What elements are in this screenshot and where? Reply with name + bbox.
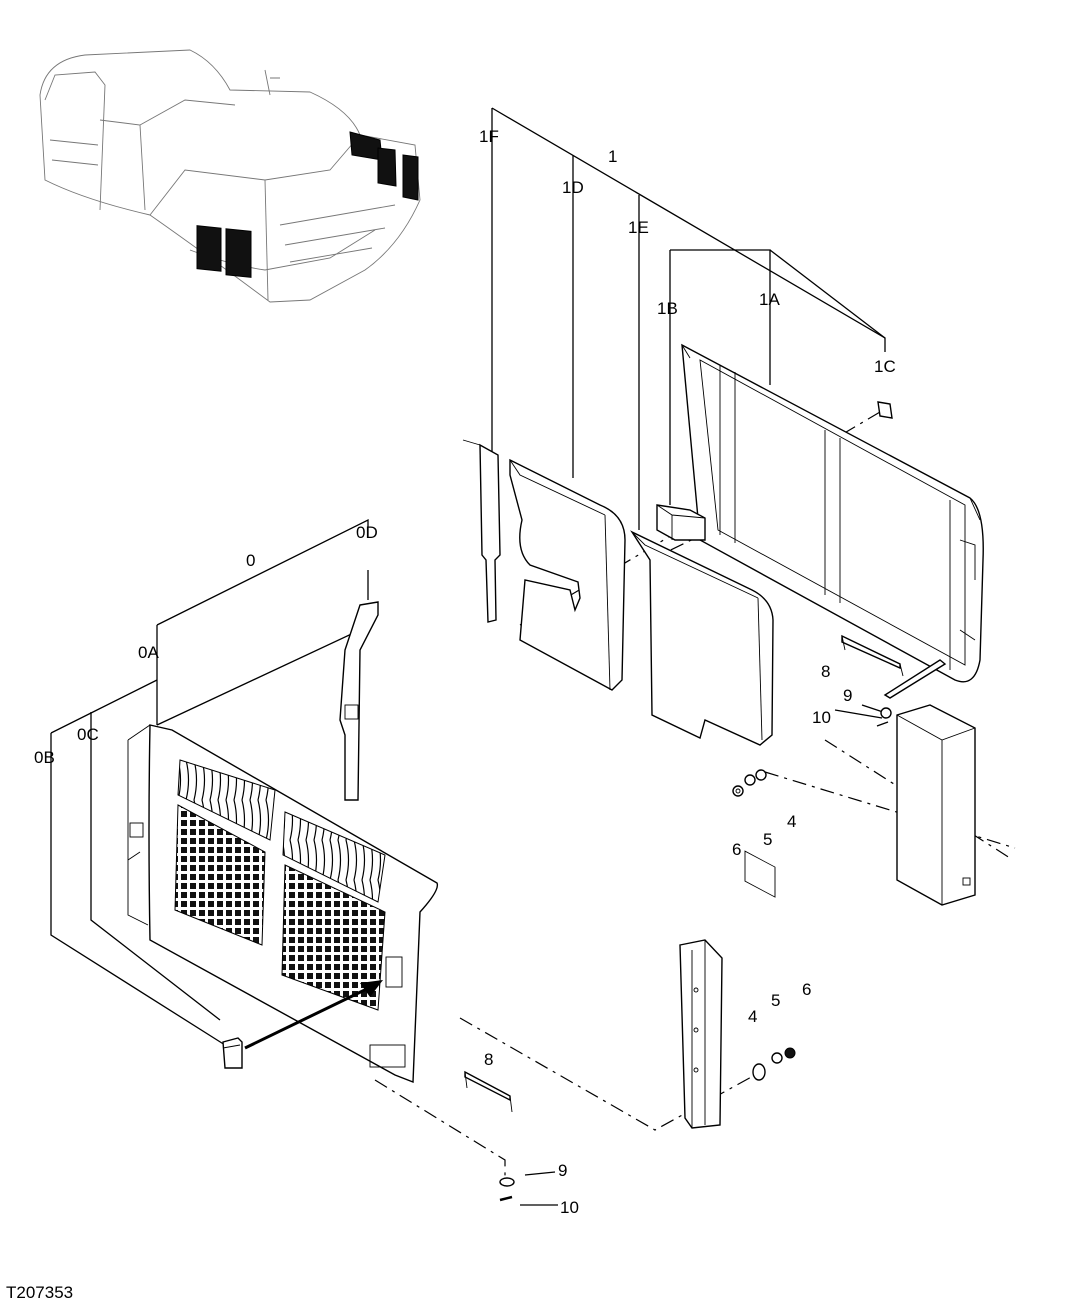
callout-1B: 1B <box>657 299 678 318</box>
bar-8-upper <box>841 634 904 677</box>
washer-9-icon <box>880 707 892 719</box>
callout-1E: 1E <box>628 218 649 237</box>
callout-8-lower: 8 <box>484 1050 493 1069</box>
washer-9-icon <box>499 1177 515 1187</box>
callout-4-lower: 4 <box>748 1007 757 1026</box>
bracket-1C <box>877 401 893 419</box>
callout-6-upper: 6 <box>732 840 741 859</box>
machine-locator-sketch <box>39 49 421 303</box>
callout-9-lower: 9 <box>558 1161 567 1180</box>
callout-9-upper: 9 <box>843 686 852 705</box>
callout-1F: 1F <box>479 127 499 146</box>
callout-5-lower: 5 <box>771 991 780 1010</box>
post-bracket <box>679 939 723 1129</box>
arrow-indicator <box>244 980 383 1050</box>
callout-1: 1 <box>608 147 617 166</box>
callout-10-lower: 10 <box>560 1198 579 1217</box>
box-cover <box>896 704 976 906</box>
callout-0: 0 <box>246 551 255 570</box>
seal-strip-1F <box>462 439 501 623</box>
callout-0D: 0D <box>356 523 378 542</box>
block-1B <box>656 504 706 541</box>
callout-4-upper: 4 <box>787 812 796 831</box>
callout-1D: 1D <box>562 178 584 197</box>
figure-id: T207353 <box>6 1283 73 1302</box>
frame-assembly-1A <box>681 343 984 898</box>
callout-6-lower: 6 <box>802 980 811 999</box>
callout-10-upper: 10 <box>812 708 831 727</box>
fasteners-upper <box>732 707 892 797</box>
callout-0B: 0B <box>34 748 55 767</box>
lock-plate-icon <box>385 956 403 988</box>
callout-1A: 1A <box>759 290 780 309</box>
seal-strip-0D <box>339 601 379 801</box>
nut-6-icon <box>784 1047 796 1059</box>
callout-1C: 1C <box>874 357 896 376</box>
fasteners-lower <box>499 1047 796 1202</box>
callout-5-upper: 5 <box>763 830 772 849</box>
bolt-10-icon <box>876 721 889 727</box>
callout-0C: 0C <box>77 725 99 744</box>
bolt-10-icon <box>499 1195 513 1202</box>
washer-5-icon <box>744 774 756 786</box>
panel-1D <box>509 458 626 691</box>
washer-4-icon <box>755 769 767 781</box>
leader-lines <box>50 107 886 1206</box>
nut-6-icon <box>732 785 744 797</box>
callout-8-upper: 8 <box>821 662 830 681</box>
frame-plate-icon <box>744 850 776 898</box>
rod-upper <box>883 659 947 699</box>
latch-0B <box>222 1037 243 1069</box>
bar-8-lower <box>464 1070 513 1113</box>
washer-4-icon <box>752 1063 766 1081</box>
callout-0A: 0A <box>138 643 159 662</box>
washer-5-icon <box>771 1052 783 1064</box>
callout-labels: 1 1D 1F 1E 1B 1A 1C 0 0D 0A 0C 0B 8 9 10… <box>34 127 896 1217</box>
louver-right-icon <box>225 228 252 278</box>
door-panel-0A <box>127 724 439 1084</box>
panel-1E <box>630 530 774 746</box>
louver-left-icon <box>196 225 222 272</box>
